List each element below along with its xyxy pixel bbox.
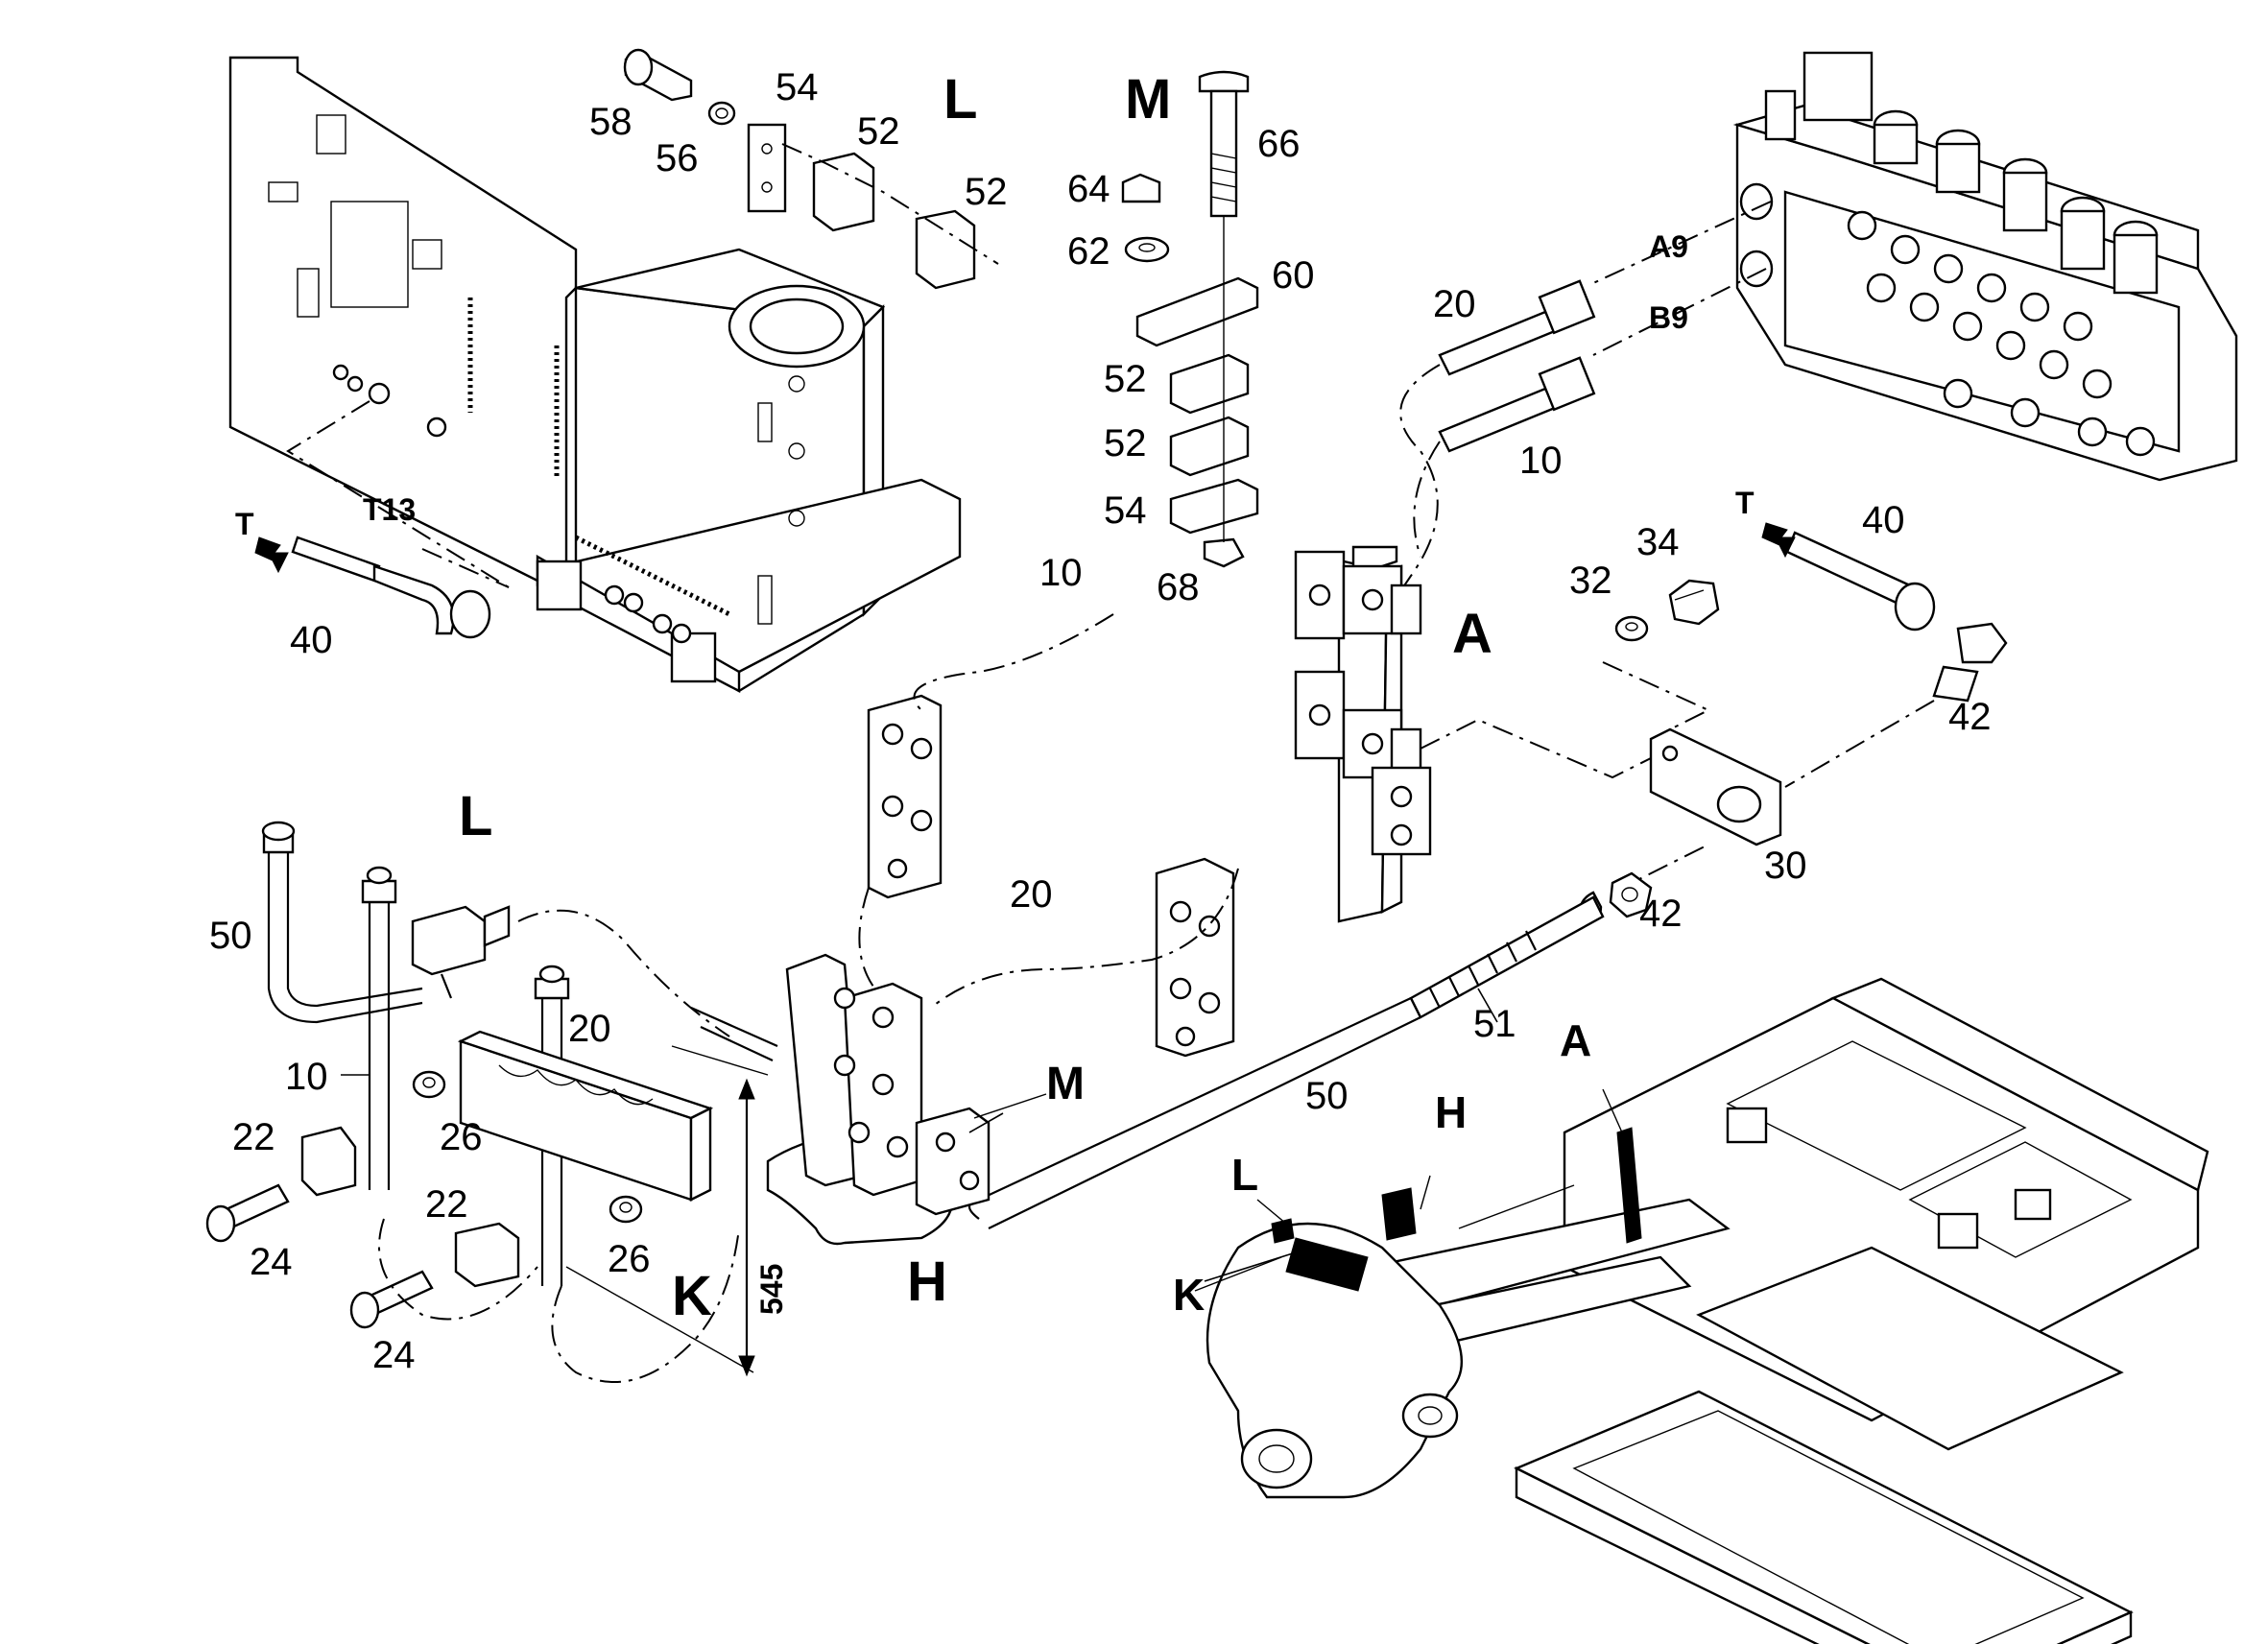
return-hose-40-right [1761, 522, 2008, 788]
upper-frame-assembly [228, 56, 962, 693]
callout-52: 52 [1104, 358, 1147, 400]
plate-30-and-screw-34 [1611, 579, 1782, 893]
callout-22: 22 [425, 1183, 468, 1226]
callout-51: 51 [1473, 1003, 1516, 1045]
callout-30: 30 [1764, 845, 1807, 887]
callout-26: 26 [440, 1116, 483, 1158]
callout-numbers: 58 56 54 52 52 64 62 66 60 52 52 54 68 2… [209, 66, 1992, 1376]
port-labels: A9 B9 T13 T T 545 [235, 229, 1755, 1315]
callout-60: 60 [1272, 254, 1315, 297]
label-M-top: M [1125, 68, 1171, 131]
clamp-detail-L-left [205, 821, 778, 1383]
label-L-left: L [459, 785, 492, 847]
port-label-t13: T13 [363, 492, 416, 527]
label-A-right: A [1452, 603, 1492, 665]
label-K-left: K [672, 1265, 712, 1327]
callout-50: 50 [1305, 1075, 1349, 1117]
callout-10: 10 [285, 1056, 328, 1098]
label-H-machine: H [1435, 1087, 1467, 1137]
callout-40: 40 [290, 619, 333, 661]
callout-64: 64 [1067, 168, 1110, 210]
callout-42: 42 [1948, 696, 1992, 738]
port-label-b9: B9 [1649, 300, 1688, 335]
label-K-machine: K [1173, 1270, 1205, 1320]
callout-10: 10 [1039, 552, 1083, 594]
callout-20: 20 [1433, 283, 1476, 325]
return-hose-40-left [254, 400, 510, 639]
label-L-top: L [943, 68, 977, 131]
port-label-t-left: T [235, 507, 254, 541]
clamp-assembly-H [766, 953, 1047, 1246]
clamp-pair-upper-left [867, 694, 1235, 1058]
callout-20: 20 [568, 1008, 611, 1050]
callout-68: 68 [1157, 566, 1200, 608]
callout-34: 34 [1636, 521, 1680, 563]
clamp-assembly-A [1294, 545, 1432, 923]
callout-58: 58 [589, 101, 633, 143]
callout-52: 52 [1104, 422, 1147, 465]
callout-62: 62 [1067, 230, 1110, 273]
callout-42: 42 [1639, 893, 1683, 935]
label-H-mid: H [907, 1251, 947, 1313]
dimension-545: 545 [754, 1264, 789, 1315]
port-label-a9: A9 [1649, 229, 1688, 264]
callout-50: 50 [209, 915, 252, 957]
machine-overview [1194, 977, 2209, 1644]
callout-24: 24 [250, 1241, 293, 1283]
callout-54: 54 [1104, 489, 1147, 532]
callout-52: 52 [857, 110, 900, 153]
callout-22: 22 [232, 1116, 275, 1158]
callout-54: 54 [776, 66, 819, 108]
callout-32: 32 [1569, 560, 1612, 602]
callout-52: 52 [965, 171, 1008, 213]
callout-20: 20 [1010, 873, 1053, 916]
callout-56: 56 [656, 137, 699, 179]
callout-40: 40 [1862, 499, 1905, 541]
callout-26: 26 [608, 1238, 651, 1280]
label-A-machine: A [1560, 1015, 1591, 1065]
callout-10: 10 [1519, 440, 1563, 482]
clamp-detail-M [1121, 70, 1259, 568]
control-valve-block [1732, 51, 2238, 482]
label-L-machine: L [1231, 1150, 1258, 1200]
clamp-detail-L-top [623, 48, 999, 290]
letter-labels: L M A L M H K A H L K [459, 68, 1591, 1327]
tube-50-and-spring-51 [967, 871, 1653, 1229]
hoses-20-10-upper [1352, 201, 1772, 884]
callout-66: 66 [1257, 123, 1301, 165]
callout-24: 24 [372, 1334, 416, 1376]
port-label-t-right: T [1735, 486, 1755, 520]
label-M-mid: M [1046, 1059, 1085, 1109]
